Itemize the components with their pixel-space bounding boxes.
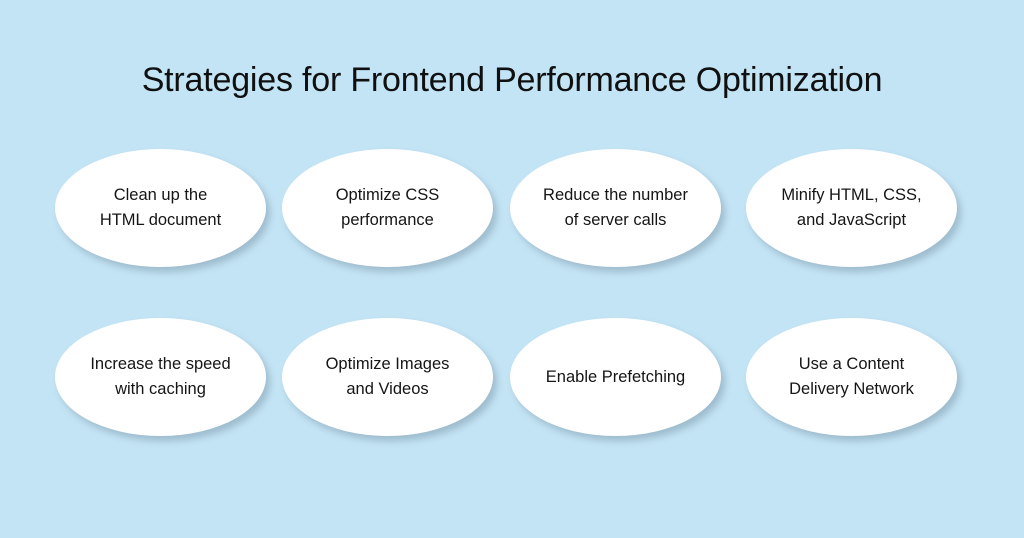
strategy-node-clean-up-html-document[interactable]: Clean up the HTML document [55,149,266,267]
strategy-node-label: Use a Content Delivery Network [789,355,914,398]
strategy-node-label: Reduce the number of server calls [543,186,688,229]
page-title: Strategies for Frontend Performance Opti… [141,60,883,99]
strategy-node-optimize-images-and-videos[interactable]: Optimize Images and Videos [282,318,493,436]
strategy-node-label: Optimize Images and Videos [325,355,450,398]
strategy-node-label: Clean up the HTML document [99,186,222,229]
strategy-node-use-content-delivery-network[interactable]: Use a Content Delivery Network [746,318,957,436]
strategy-node-minify-html-css-javascript[interactable]: Minify HTML, CSS, and JavaScript [746,149,957,267]
strategy-node-label: Increase the speed with caching [90,355,231,398]
strategy-node-label: Minify HTML, CSS, and JavaScript [781,186,922,229]
strategy-node-optimize-css-performance[interactable]: Optimize CSS performance [282,149,493,267]
strategy-node-reduce-server-calls[interactable]: Reduce the number of server calls [510,149,721,267]
strategy-node-increase-speed-with-caching[interactable]: Increase the speed with caching [55,318,266,436]
strategy-node-label: Enable Prefetching [545,367,686,386]
strategy-node-label: Optimize CSS performance [335,186,440,229]
strategy-node-enable-prefetching[interactable]: Enable Prefetching [510,318,721,436]
